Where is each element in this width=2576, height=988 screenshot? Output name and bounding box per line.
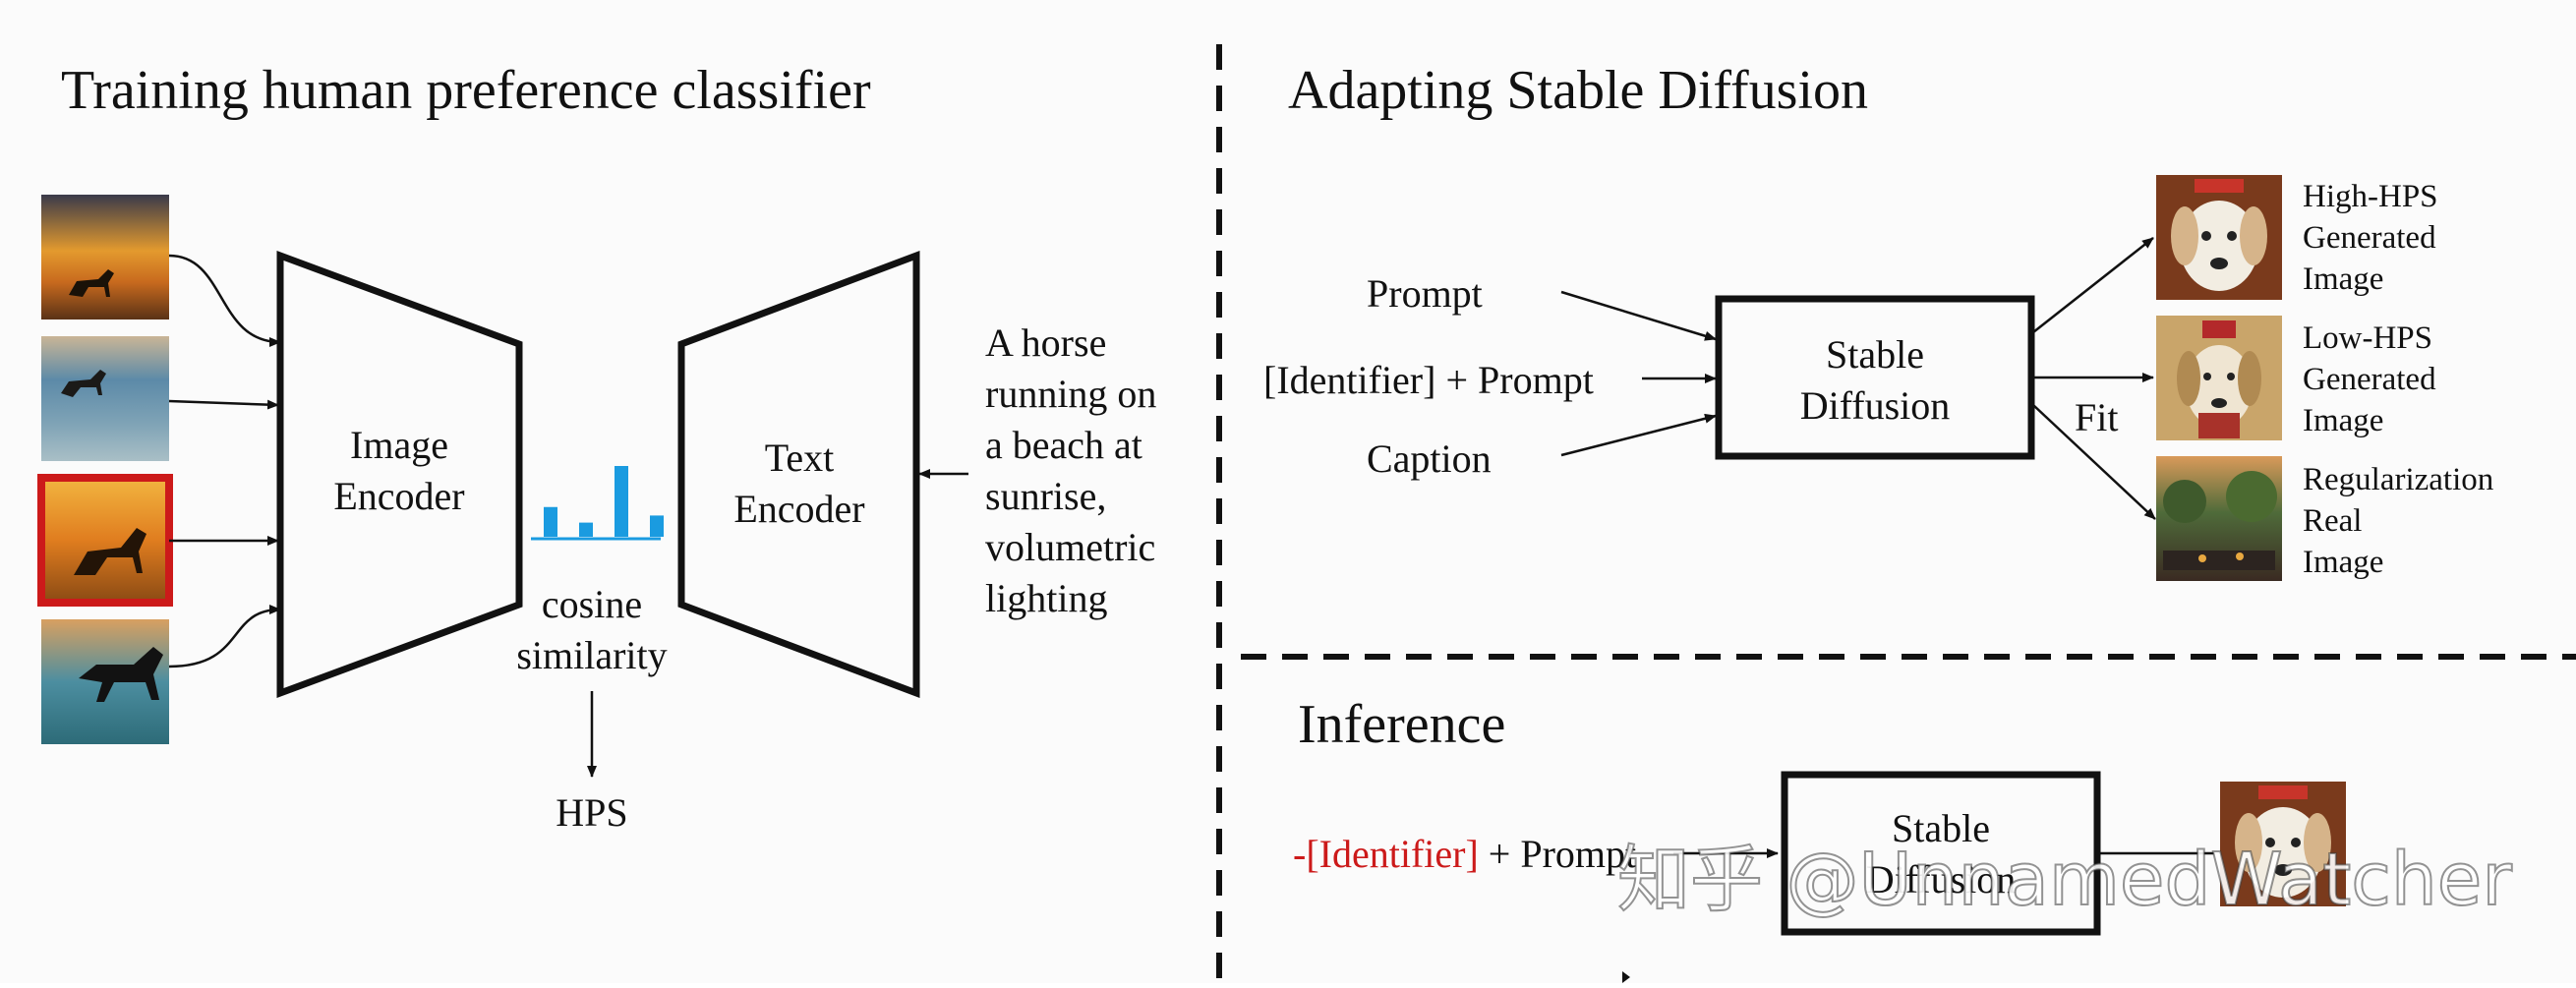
sd-adapt-label-line2: Diffusion [1800, 383, 1951, 428]
svg-text:Generated: Generated [2303, 220, 2436, 256]
arrow-thumb1-to-encoder [168, 254, 281, 347]
text-encoder-label-line2: Encoder [733, 487, 864, 531]
arrow-sd-to-high-hps [2032, 237, 2154, 333]
svg-text:Image: Image [2303, 403, 2383, 438]
svg-text:Regularization: Regularization [2303, 462, 2493, 497]
arrow-thumb2-to-encoder [168, 399, 279, 410]
svg-text:High-HPS: High-HPS [2303, 179, 2438, 214]
stable-diffusion-box-inference [1781, 771, 2101, 936]
prompt-line-4: sunrise, [985, 474, 1106, 518]
inference-prompt: -[Identifier] + Prompt [1293, 832, 1636, 876]
thumbnail-dog-high-hps [2156, 175, 2282, 300]
similarity-label-line2: similarity [516, 633, 667, 677]
similarity-bar-4 [650, 515, 664, 537]
watermark-text: 知乎 @UnnamedWatcher [1617, 838, 2512, 922]
similarity-bar-3 [615, 466, 628, 537]
left-panel-title: Training human preference classifier [61, 60, 871, 121]
inference-panel-title: Inference [1298, 694, 1505, 755]
thumbnail-horse-sunrise-beach [37, 474, 173, 607]
similarity-bar-chart [544, 466, 664, 537]
output-label-regularization: Regularization Real Image [2303, 462, 2493, 580]
image-encoder-block [276, 250, 523, 699]
svg-text:Low-HPS: Low-HPS [2303, 320, 2432, 356]
prompt-line-3: a beach at [985, 423, 1142, 467]
similarity-bar-1 [544, 506, 557, 537]
prompt-line-6: lighting [985, 576, 1107, 620]
arrow-thumb4-to-encoder [168, 605, 281, 668]
thumbnail-horse-running-beach [41, 336, 169, 461]
thumbnail-painting-real [2156, 456, 2282, 581]
thumbnail-dog-output [2220, 782, 2346, 906]
input-caption-label: Caption [1367, 436, 1492, 481]
stable-diffusion-box-adapt [1715, 295, 2035, 460]
hps-output-label: HPS [556, 790, 627, 835]
prompt-line-2: running on [985, 372, 1156, 416]
adapt-panel-title: Adapting Stable Diffusion [1288, 60, 1868, 121]
arrow-prompt-to-sd [1560, 290, 1717, 341]
image-encoder-label-line1: Image [350, 423, 448, 467]
inference-prompt-suffix: + Prompt [1479, 832, 1636, 876]
inference-identifier: -[Identifier] [1293, 832, 1479, 876]
text-encoder-label-line1: Text [765, 436, 835, 480]
input-identifier-prompt-label: [Identifier] + Prompt [1263, 358, 1594, 402]
svg-text:Real: Real [2303, 503, 2362, 539]
output-label-high-hps: High-HPS Generated Image [2303, 179, 2438, 297]
thumbnail-dog-low-hps [2156, 316, 2282, 440]
cursor-icon [1622, 971, 1630, 983]
sd-inference-label-line1: Stable [1892, 806, 1990, 850]
arrow-caption-to-sd [1560, 413, 1717, 457]
thumbnail-horse-black-beach [41, 619, 169, 744]
sd-adapt-label-line1: Stable [1826, 332, 1924, 377]
prompt-text-block: A horse running on a beach at sunrise, v… [985, 320, 1156, 620]
svg-text:Generated: Generated [2303, 362, 2436, 397]
similarity-label-line1: cosine [542, 582, 642, 626]
thumbnail-horse-silhouette-sunset [41, 195, 169, 320]
sd-inference-label-line2: Diffusion [1866, 857, 2017, 901]
output-label-low-hps: Low-HPS Generated Image [2303, 320, 2436, 438]
svg-text:Image: Image [2303, 262, 2383, 297]
prompt-line-5: volumetric [985, 525, 1155, 569]
fit-label: Fit [2075, 395, 2118, 439]
arrow-sd-to-regularization [2032, 404, 2156, 520]
svg-text:Image: Image [2303, 545, 2383, 580]
image-encoder-label-line2: Encoder [333, 474, 464, 518]
input-prompt-label: Prompt [1367, 271, 1483, 316]
similarity-bar-2 [579, 522, 593, 537]
text-encoder-block [677, 250, 920, 699]
prompt-line-1: A horse [985, 320, 1106, 365]
